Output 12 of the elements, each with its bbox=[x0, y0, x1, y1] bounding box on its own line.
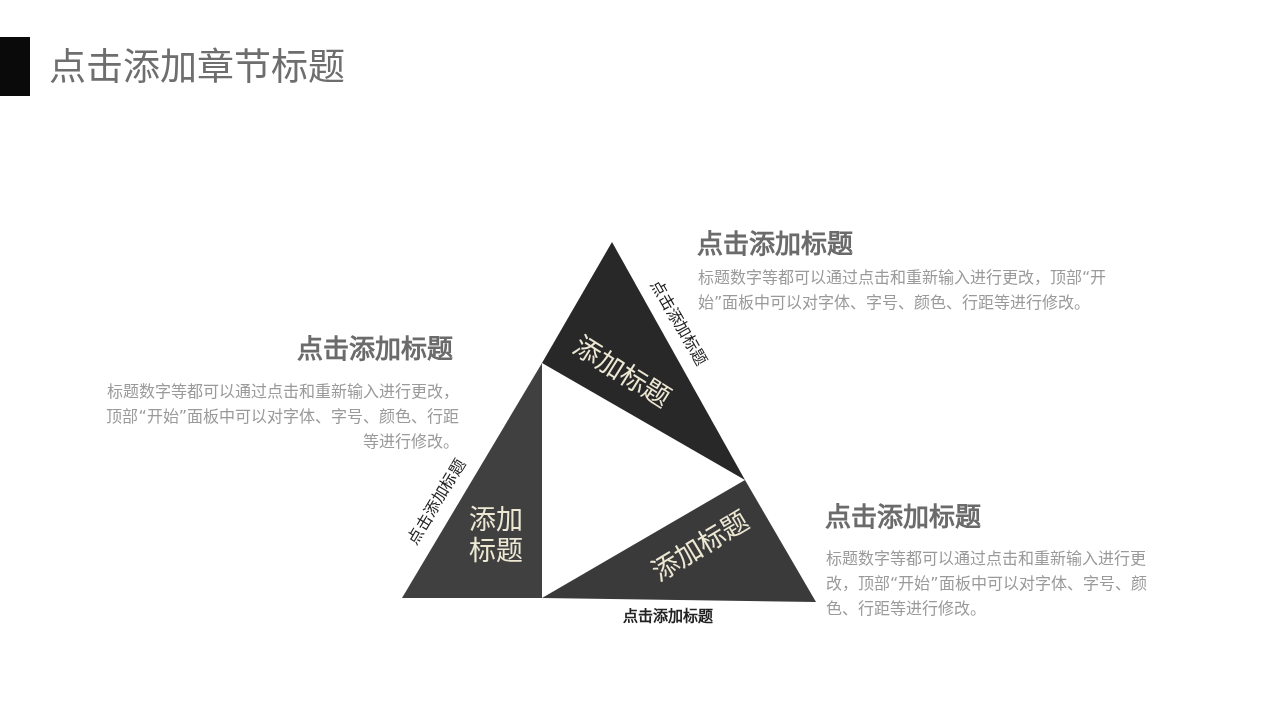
description-text: 标题数字等都可以通过点击和重新输入进行更改，顶部“开始”面板中可以对字体、字号、颜色、行距等进行修改。 bbox=[698, 267, 1108, 314]
side-label: 点击添加标题 bbox=[404, 456, 470, 548]
heading: 点击添加标题 bbox=[825, 502, 981, 533]
node-label: 添加标题 bbox=[568, 330, 676, 414]
description-text: 标题数字等都可以通过点击和重新输入进行更改，顶部“开始”面板中可以对字体、字号、颜色、行距等进行修改。 bbox=[105, 381, 459, 453]
page-title: 点击添加章节标题 bbox=[49, 45, 345, 91]
heading: 点击添加标题 bbox=[297, 334, 453, 365]
node-label: 添加标题 bbox=[645, 504, 755, 588]
node-label: 添加标题 bbox=[468, 503, 524, 567]
side-label: 点击添加标题 bbox=[623, 608, 713, 626]
heading: 点击添加标题 bbox=[697, 229, 853, 260]
description-text: 标题数字等都可以通过点击和重新输入进行更改，顶部“开始”面板中可以对字体、字号、颜色、行距等进行修改。 bbox=[826, 548, 1148, 620]
